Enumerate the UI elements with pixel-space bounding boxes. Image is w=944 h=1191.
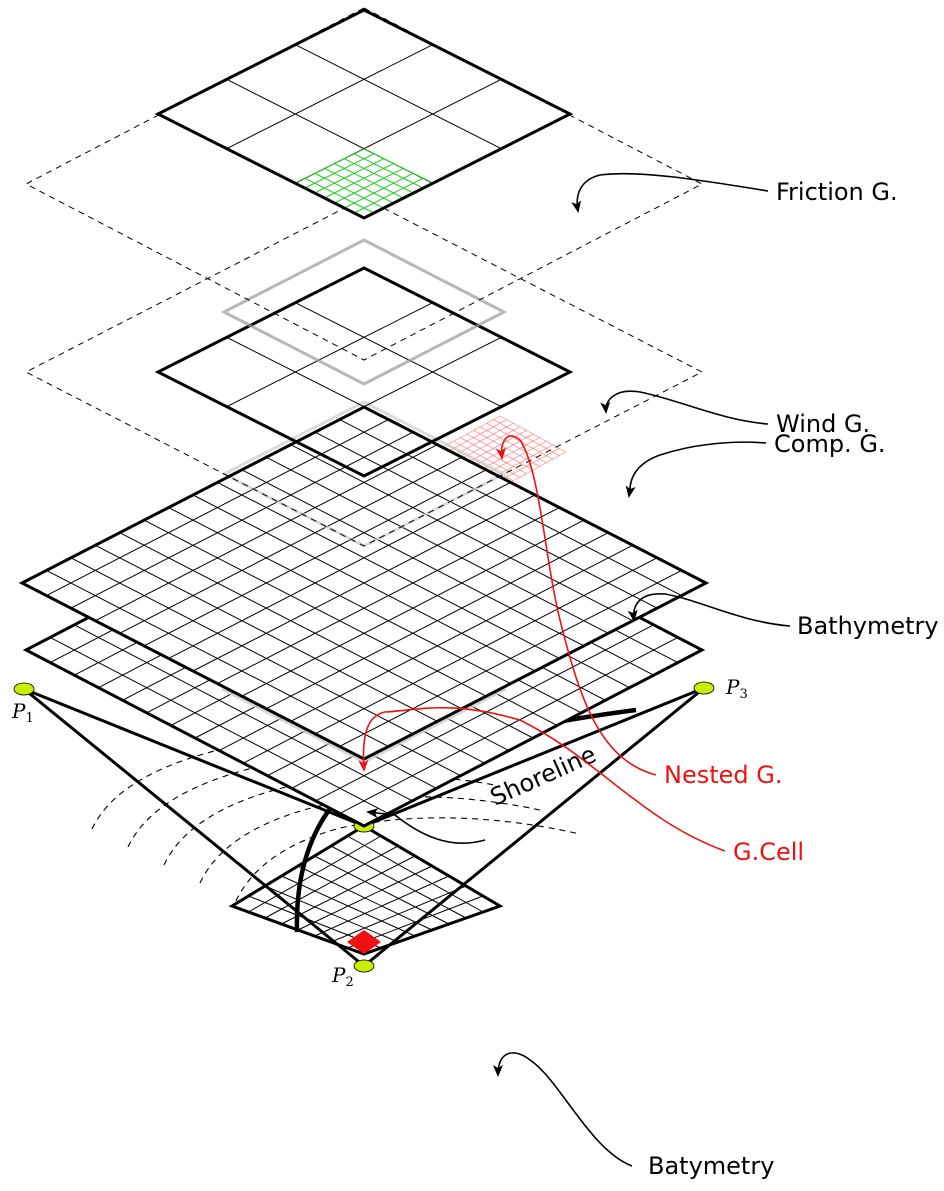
nested-grid-line — [460, 437, 527, 474]
wind-grid-fill — [158, 268, 570, 476]
point-p2-marker — [353, 959, 375, 973]
point-p3-label: P3 — [725, 675, 748, 702]
batymetry-callout-line — [493, 1052, 633, 1167]
bathymetry-grid-line — [168, 507, 511, 685]
friction-label: Friction G. — [776, 178, 898, 206]
friction-fine-grid-line — [334, 167, 404, 204]
friction-grid-outline — [154, 8, 574, 220]
friction-fine-grid-line — [314, 158, 384, 194]
wind-label: Wind G. — [776, 410, 870, 438]
comp-callout-line — [625, 441, 767, 498]
comp-grid-line — [315, 624, 654, 802]
bathymetry-callout-line — [627, 593, 791, 627]
cell-grid-line — [281, 875, 416, 937]
point-p1-marker — [13, 682, 35, 696]
wind-ghost-outline — [220, 238, 508, 386]
wind-grid-line — [295, 336, 502, 442]
wind-grid-line — [226, 336, 433, 442]
cell-grid-line — [264, 885, 399, 943]
friction-grid-line — [295, 44, 502, 150]
point-p2-label: P2 — [331, 963, 354, 990]
comp-label: Comp. G. — [774, 430, 886, 458]
bathymetry-grid-line — [339, 569, 682, 747]
comp-grid-line — [339, 636, 679, 814]
friction-fine-grid-line — [353, 153, 424, 189]
point-p1-label: P1 — [11, 699, 34, 726]
friction-grid-layer — [24, 7, 704, 361]
bathymetry-grid-line — [192, 494, 536, 672]
friction-fine-grid-line — [314, 172, 384, 209]
friction-dashed-extent — [24, 7, 704, 361]
friction-fine-grid-line — [334, 163, 404, 199]
gcell-label: G.Cell — [733, 838, 804, 866]
wind-grid-outline — [154, 266, 574, 478]
friction-fine-grid-line — [304, 177, 375, 214]
bathymetry-grid-line — [119, 532, 462, 710]
bathymetry-grid-line — [314, 557, 658, 735]
wind-dashed-extent — [24, 197, 704, 547]
grid-cell-highlight — [347, 930, 381, 954]
nested-callout-line — [495, 435, 657, 776]
nested-label: Nested G. — [664, 761, 783, 789]
bathymetry-grid-line — [143, 519, 487, 697]
labels: Friction G. Wind G. Bathymetry Comp. G. … — [11, 178, 939, 1180]
bathymetry-grid-line — [241, 519, 585, 697]
bathymetry-grid-line — [95, 544, 438, 722]
bathymetry-grid-line — [46, 569, 389, 747]
comp-grid-line — [74, 624, 413, 802]
bathymetry-grid-line — [266, 532, 609, 710]
wind-grid-layer — [24, 197, 704, 547]
friction-fine-grid-line — [324, 163, 394, 199]
comp-grid-line — [49, 636, 389, 814]
friction-grid-fill — [158, 10, 570, 218]
gcell-callout-line — [358, 706, 726, 852]
callouts — [358, 172, 791, 1167]
friction-fine-grid-line — [344, 158, 414, 194]
bathymetry-grid-line — [70, 557, 414, 735]
friction-callout-line — [571, 172, 769, 213]
cell-grid-line — [314, 875, 450, 937]
cell-grid-line — [330, 885, 467, 943]
batymetry-label: Batymetry — [648, 1152, 774, 1180]
point-p3-marker — [693, 681, 715, 695]
wind-grid-line — [226, 302, 433, 408]
bathymetry-grid-line — [290, 544, 633, 722]
friction-grid-line — [226, 44, 433, 150]
bathymetry-label: Bathymetry — [797, 612, 939, 640]
bathymetry-grid-layer — [18, 400, 710, 761]
shoreline-callout-line — [366, 808, 486, 844]
friction-fine-grid-line — [304, 153, 375, 189]
friction-fine-grid-line — [324, 167, 394, 204]
wind-callout-line — [600, 390, 769, 425]
friction-fine-grid-line — [344, 172, 414, 209]
cell-grid-line — [297, 865, 433, 931]
friction-fine-grid-line — [353, 177, 424, 214]
wind-grid-line — [295, 302, 502, 408]
bathymetry-grid-line — [217, 507, 560, 685]
